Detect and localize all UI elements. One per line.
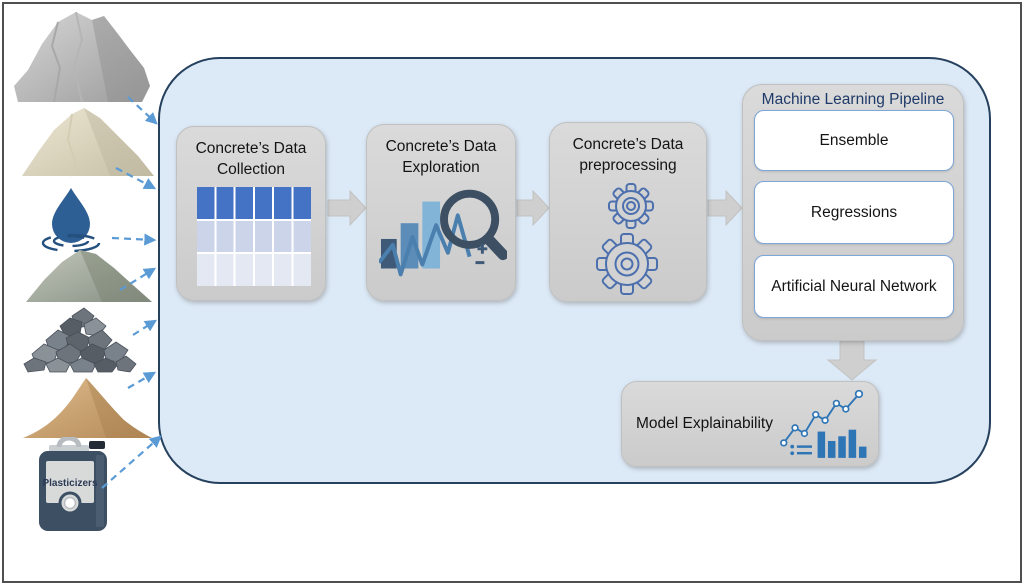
small-gear [608,183,654,229]
step-label-data-preprocessing: Concrete’s Data preprocessing [572,136,684,174]
step-box-data-collection: Concrete’s Data Collection [176,126,326,301]
step-label-data-collection: Concrete’s Data Collection [195,140,307,178]
fine-aggregate-sand-image [23,378,152,438]
fly-ash-powder-pile-image [22,108,154,177]
data-table-icon [197,187,311,287]
step-label-data-exploration: Concrete’s Data Exploration [385,138,497,176]
list-glyph [790,444,812,456]
cement-powder-pile-image [14,11,150,103]
line-and-bar-chart-icon [780,389,867,458]
large-gear [596,233,658,295]
bar-chart-magnifier-icon [379,189,507,277]
model-explainability-label: Model Explainability [636,415,773,432]
slag-powder-pile-image [26,250,152,302]
machine-learning-pipeline-title: Machine Learning Pipeline [761,91,945,108]
water-drop-icon [41,188,101,253]
step-box-data-exploration: Concrete’s Data Exploration [366,124,516,301]
bar-chart-glyph [817,429,867,458]
model-explainability-box: Model Explainability [621,381,879,467]
model-box-ensemble: Ensemble [754,110,954,171]
jug-label: Plasticizers [42,478,97,489]
plasticizers-jug-image: Plasticizers [39,437,107,531]
step-box-data-preprocessing: Concrete’s Data preprocessing [549,122,707,302]
machine-learning-pipeline-box: Machine Learning Pipeline Ensemble Regre… [742,84,964,341]
model-box-regressions: Regressions [754,181,954,244]
gears-icon [596,183,658,295]
model-box-artificial-neural-network: Artificial Neural Network [754,255,954,318]
coarse-aggregate-gravel-image [23,307,137,373]
